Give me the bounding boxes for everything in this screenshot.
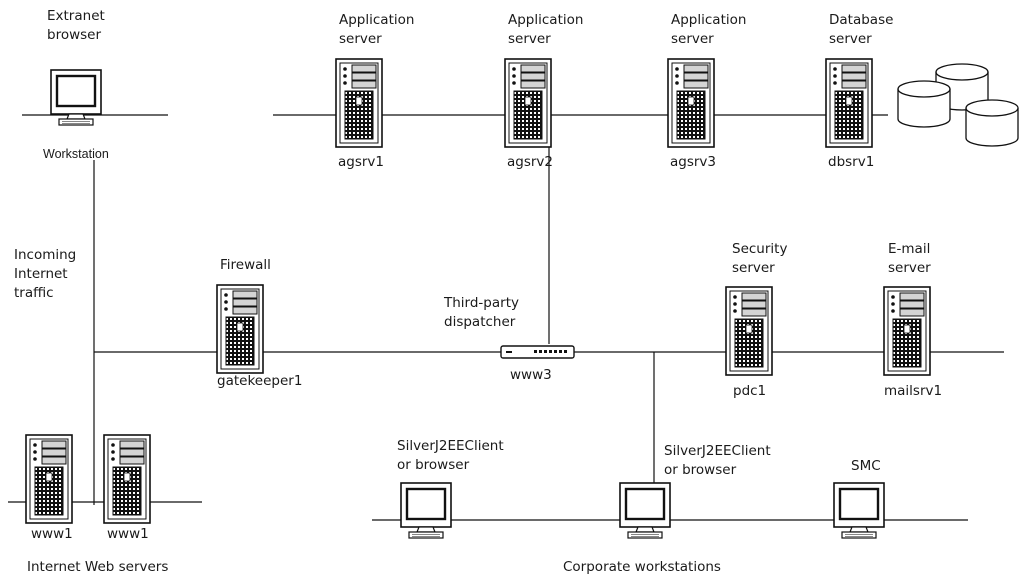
www1-label-2: www1	[107, 526, 149, 542]
www1-server-icon-2	[103, 434, 151, 524]
pdc1-label: pdc1	[733, 383, 767, 399]
gatekeeper1-label: gatekeeper1	[217, 373, 303, 389]
app-server-1-label: Application server	[339, 12, 415, 47]
gatekeeper1-server-icon	[216, 284, 264, 374]
internet-web-servers-label: Internet Web servers	[27, 559, 169, 575]
corporate-workstations-label: Corporate workstations	[563, 559, 721, 575]
incoming-traffic-label: Incoming Internet traffic	[14, 247, 77, 301]
client-1-label: SilverJ2EEClient or browser	[397, 438, 504, 473]
agsrv1-label: agsrv1	[338, 154, 385, 170]
agsrv2-label: agsrv2	[507, 154, 554, 170]
dispatcher-icon	[500, 345, 575, 359]
database-icon	[897, 63, 1019, 147]
client-2-label: SilverJ2EEClient or browser	[664, 443, 771, 478]
smc-workstation-icon	[832, 481, 886, 540]
workstation-label: Workstation	[43, 147, 109, 161]
agsrv3-server-icon	[667, 58, 715, 148]
pdc1-server-icon	[725, 286, 773, 376]
www3-label: www3	[510, 367, 552, 383]
smc-label: SMC	[851, 458, 881, 474]
www1-server-icon	[25, 434, 73, 524]
client-workstation-icon	[399, 481, 453, 540]
agsrv1-server-icon	[335, 58, 383, 148]
dispatcher-label: Third-party dispatcher	[444, 295, 519, 330]
database-server-label: Database server	[829, 12, 894, 47]
firewall-label: Firewall	[220, 257, 271, 273]
mailsrv1-label: mailsrv1	[884, 383, 943, 399]
dbsrv1-server-icon	[825, 58, 873, 148]
client-workstation-icon-2	[618, 481, 672, 540]
security-server-label: Security server	[732, 241, 788, 276]
mailsrv1-server-icon	[883, 286, 931, 376]
dbsrv1-label: dbsrv1	[828, 154, 875, 170]
app-server-3-label: Application server	[671, 12, 747, 47]
www1-label: www1	[31, 526, 73, 542]
agsrv3-label: agsrv3	[670, 154, 717, 170]
agsrv2-server-icon	[504, 58, 552, 148]
extranet-browser-label: Extranet browser	[47, 8, 105, 43]
app-server-2-label: Application server	[508, 12, 584, 47]
extranet-workstation-icon	[49, 68, 103, 127]
email-server-label: E-mail server	[888, 241, 931, 276]
